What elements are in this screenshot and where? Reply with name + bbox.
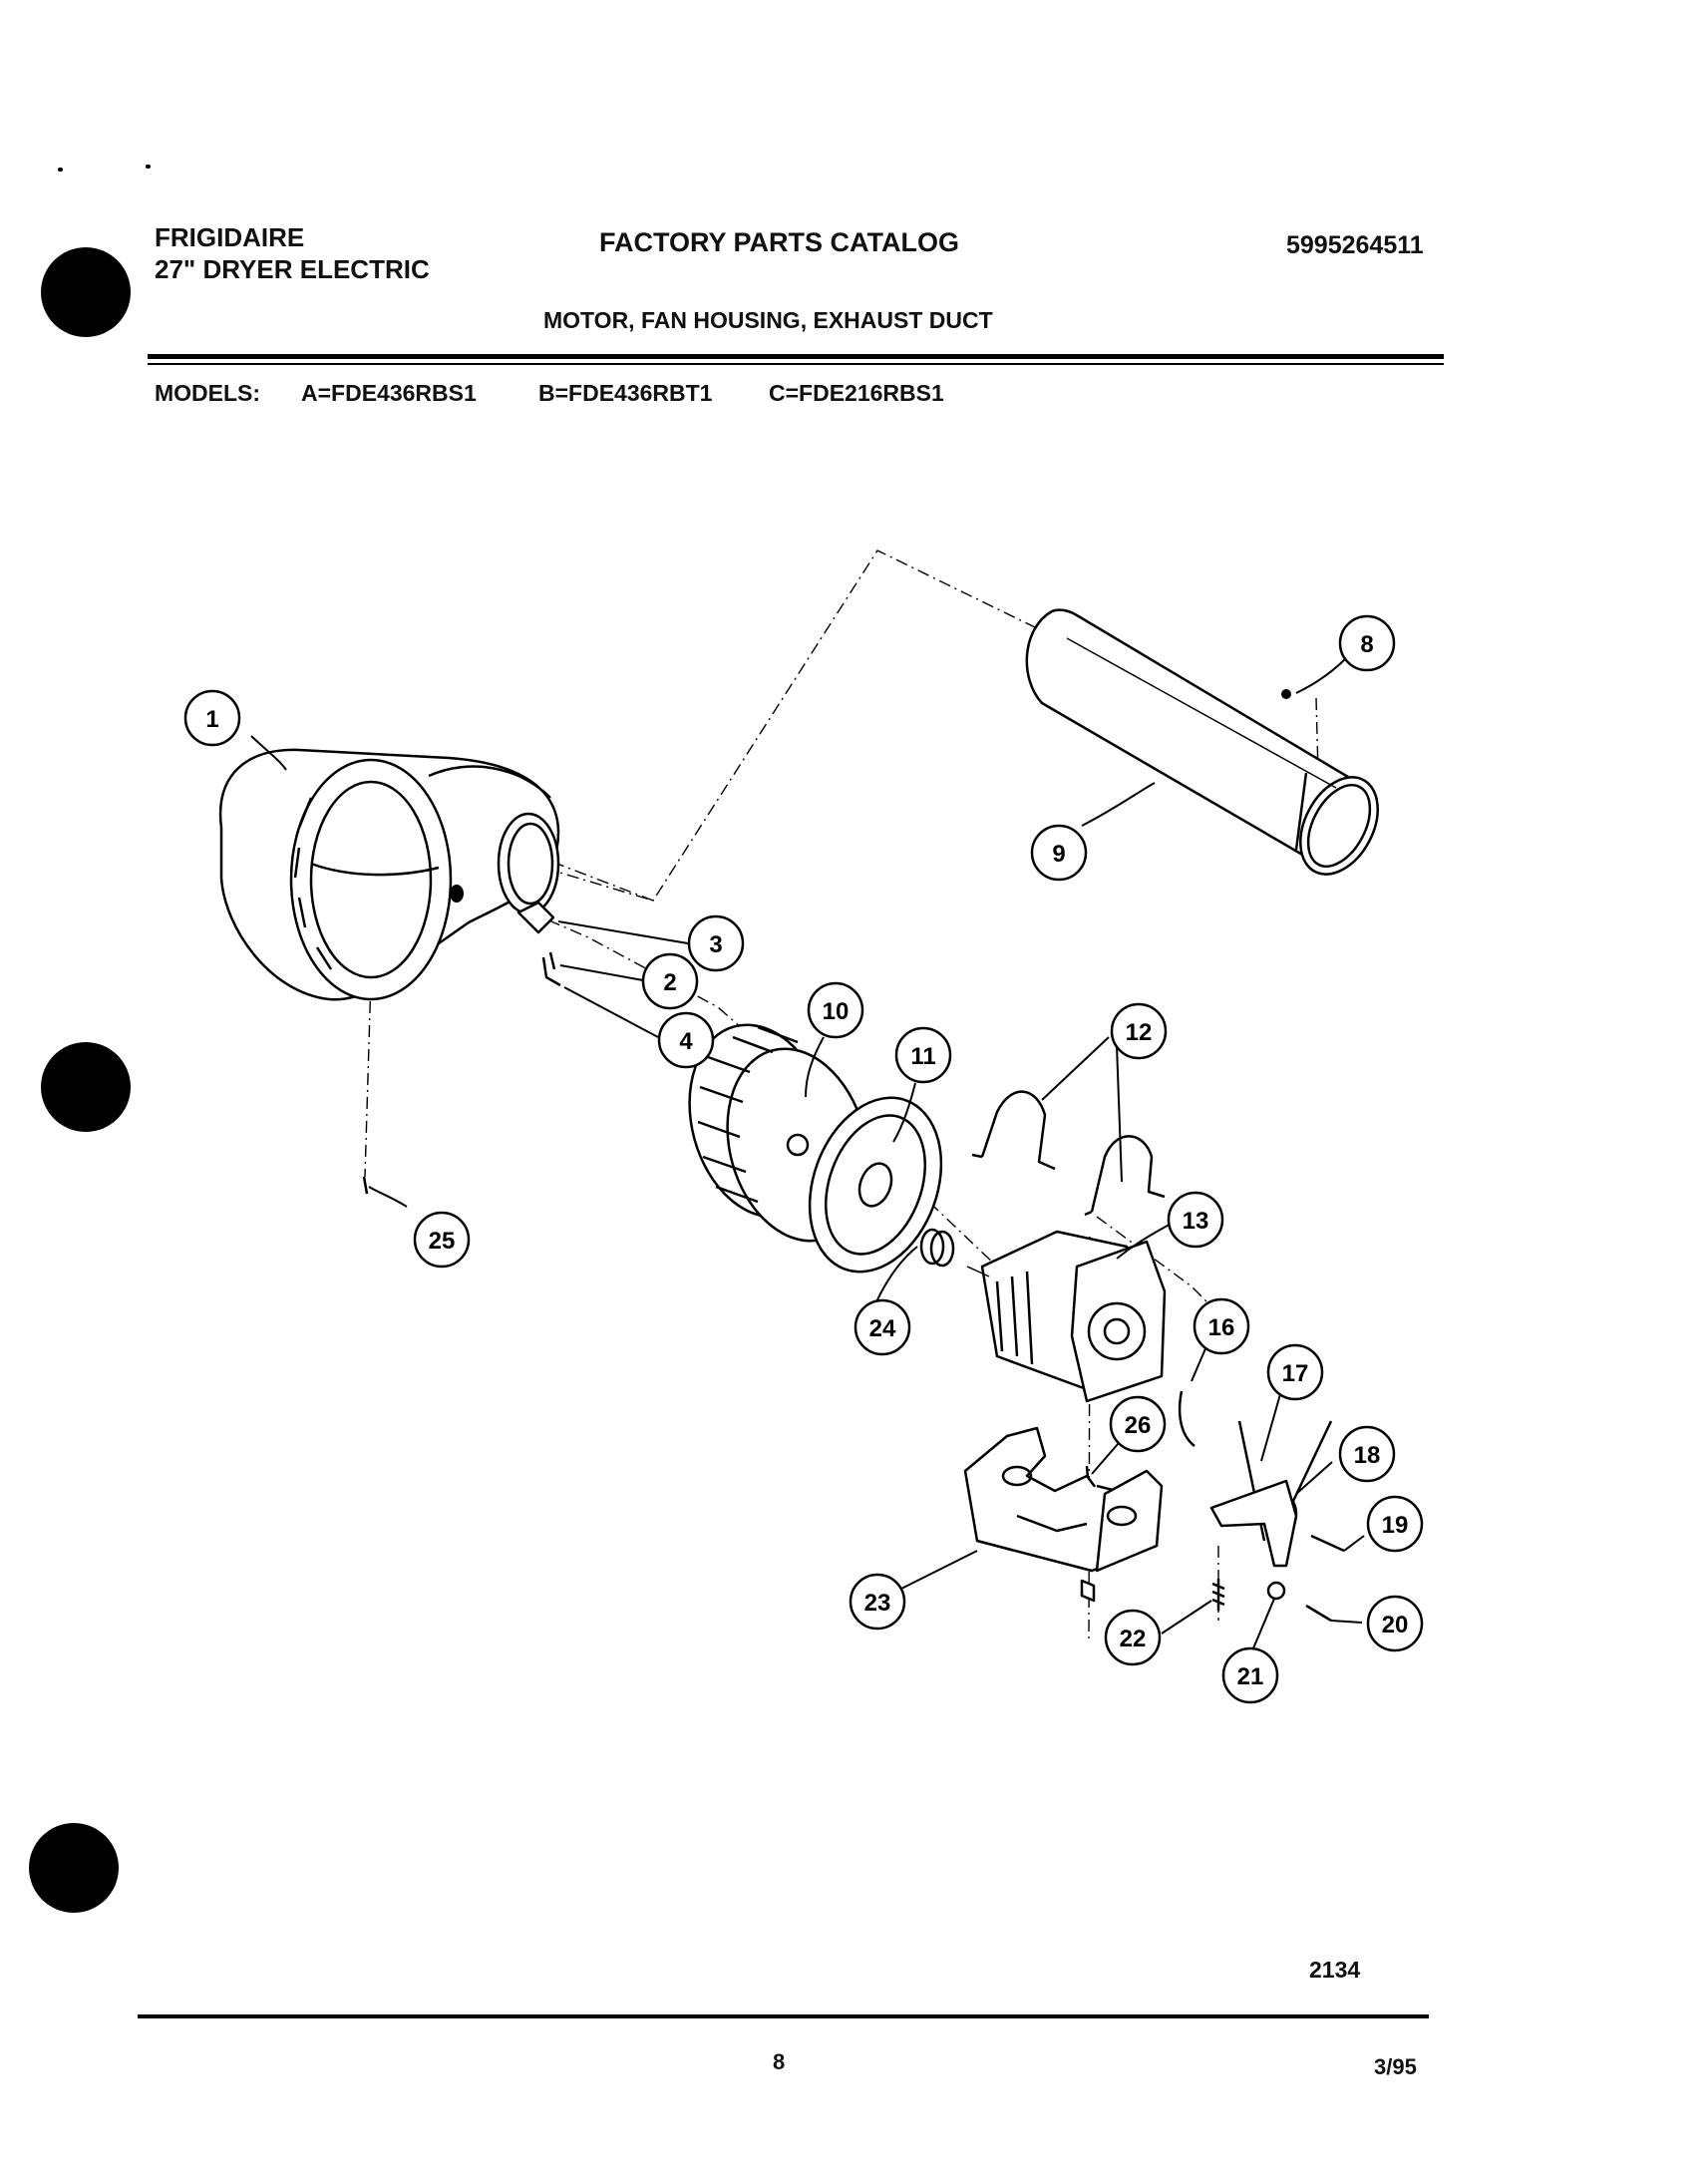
header-rule-thin xyxy=(148,363,1444,365)
callout-18: 18 xyxy=(1338,1425,1396,1483)
small-clip-parts xyxy=(516,901,689,1038)
models-label: MODELS: xyxy=(155,380,261,406)
spring-part-22 xyxy=(1211,1579,1225,1611)
svg-text:10: 10 xyxy=(823,998,850,1025)
svg-text:18: 18 xyxy=(1354,1442,1381,1469)
svg-text:21: 21 xyxy=(1237,1663,1264,1690)
screw-part-20 xyxy=(1305,1604,1332,1623)
svg-text:16: 16 xyxy=(1208,1314,1235,1341)
callout-17: 17 xyxy=(1266,1343,1324,1401)
idler-arm-part xyxy=(1209,1420,1333,1568)
svg-text:19: 19 xyxy=(1382,1512,1409,1539)
page-number: 8 xyxy=(773,2049,786,2074)
wire-clip-part xyxy=(1178,1390,1196,1447)
callout-19: 19 xyxy=(1366,1495,1424,1553)
svg-text:22: 22 xyxy=(1120,1626,1147,1652)
scan-speck xyxy=(146,165,151,169)
alignment-line-duct xyxy=(383,549,1038,902)
header-rule-thick xyxy=(148,354,1444,359)
fan-housing-part xyxy=(218,748,560,1001)
svg-text:26: 26 xyxy=(1125,1412,1152,1439)
svg-text:24: 24 xyxy=(869,1315,896,1342)
footer-rule xyxy=(138,2014,1429,2018)
callout-21: 21 xyxy=(1221,1646,1279,1704)
punch-hole-bottom xyxy=(29,1823,119,1913)
callout-8: 8 xyxy=(1338,614,1396,672)
svg-text:20: 20 xyxy=(1382,1612,1409,1638)
catalog-date: 3/95 xyxy=(1374,2054,1417,2079)
punch-hole-top xyxy=(41,247,131,337)
callout-3: 3 xyxy=(687,914,745,972)
model-b: B=FDE436RBT1 xyxy=(538,380,713,406)
model-c: C=FDE216RBS1 xyxy=(769,380,944,406)
svg-text:3: 3 xyxy=(709,931,722,958)
seal-disc-part xyxy=(808,1096,943,1273)
callout-25: 25 xyxy=(413,1211,471,1269)
svg-text:11: 11 xyxy=(910,1043,935,1070)
svg-text:9: 9 xyxy=(1052,841,1065,868)
brand-name: FRIGIDAIRE xyxy=(155,222,305,252)
washer-part-21 xyxy=(1266,1581,1286,1601)
callout-2: 2 xyxy=(641,952,699,1010)
motor-mount-bracket-part xyxy=(963,1426,1164,1603)
model-a: A=FDE436RBS1 xyxy=(301,380,477,406)
callout-26: 26 xyxy=(1109,1395,1167,1453)
svg-text:2: 2 xyxy=(663,969,676,996)
alignment-line-duct-b xyxy=(527,852,654,902)
svg-text:8: 8 xyxy=(1360,631,1373,658)
svg-text:25: 25 xyxy=(429,1228,456,1255)
screw-part-19 xyxy=(1310,1534,1345,1553)
callout-10: 10 xyxy=(807,981,864,1039)
callout-4: 4 xyxy=(657,1011,715,1069)
exhaust-duct-part xyxy=(1025,608,1379,876)
svg-text:4: 4 xyxy=(679,1028,693,1055)
product-name: 27" DRYER ELECTRIC xyxy=(155,254,430,284)
callout-1: 1 xyxy=(183,689,241,747)
screw-part-25 xyxy=(362,1176,369,1195)
callout-23: 23 xyxy=(849,1573,906,1631)
callout-22: 22 xyxy=(1104,1609,1162,1666)
callout-9: 9 xyxy=(1030,824,1088,882)
svg-text:1: 1 xyxy=(205,706,218,733)
catalog-number: 5995264511 xyxy=(1286,231,1424,259)
section-title: MOTOR, FAN HOUSING, EXHAUST DUCT xyxy=(543,307,993,333)
punch-hole-middle xyxy=(41,1042,131,1132)
retaining-ring-part xyxy=(919,1228,955,1268)
callout-20: 20 xyxy=(1366,1595,1424,1652)
svg-text:13: 13 xyxy=(1183,1208,1209,1235)
motor-part xyxy=(966,1230,1167,1403)
motor-strap-parts xyxy=(971,1090,1166,1217)
scan-speck xyxy=(58,168,63,172)
catalog-title: FACTORY PARTS CATALOG xyxy=(599,227,960,257)
callout-24: 24 xyxy=(854,1298,911,1356)
callout-16: 16 xyxy=(1193,1297,1250,1355)
alignment-line-screw xyxy=(364,976,372,1178)
svg-text:12: 12 xyxy=(1126,1019,1153,1046)
callout-13: 13 xyxy=(1167,1191,1224,1249)
alignment-line-bracket-v xyxy=(1088,1236,1091,1641)
callout-12: 12 xyxy=(1110,1002,1168,1060)
svg-text:23: 23 xyxy=(864,1590,891,1617)
svg-text:17: 17 xyxy=(1282,1360,1309,1387)
illustration-number: 2134 xyxy=(1309,1957,1361,1983)
callout-11: 11 xyxy=(894,1026,952,1084)
